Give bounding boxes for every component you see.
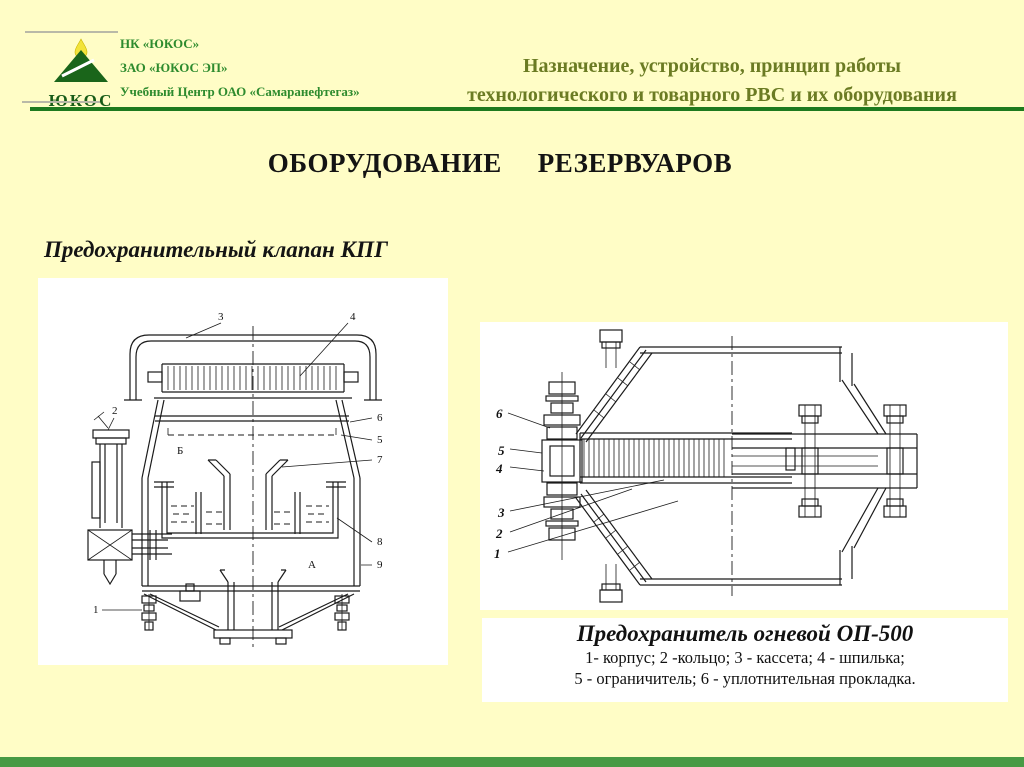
svg-text:Б: Б bbox=[177, 445, 183, 457]
page-title-word-1: ОБОРУДОВАНИЕ bbox=[267, 148, 502, 178]
svg-text:9: 9 bbox=[377, 559, 383, 571]
svg-text:3: 3 bbox=[497, 505, 505, 520]
svg-text:5: 5 bbox=[377, 434, 383, 446]
yukos-logo: ЮКОС bbox=[44, 38, 118, 111]
slide-subject-line-1: Назначение, устройство, принцип работы bbox=[522, 55, 902, 77]
svg-text:4: 4 bbox=[495, 461, 503, 476]
op500-caption-title: Предохранитель огневой ОП-500 bbox=[576, 621, 914, 646]
op500-part-numbers: 6 5 4 3 2 1 bbox=[494, 406, 505, 561]
svg-text:5: 5 bbox=[498, 443, 505, 458]
kpg-valve-figure: 3 4 2 6 5 7 8 9 1 Б А bbox=[38, 278, 448, 665]
svg-text:6: 6 bbox=[496, 406, 503, 421]
page-title-word-2: РЕЗЕРВУАРОВ bbox=[537, 148, 733, 178]
svg-text:7: 7 bbox=[377, 454, 383, 466]
org-line-1: НК «ЮКОС» bbox=[120, 36, 200, 51]
svg-text:3: 3 bbox=[218, 311, 224, 323]
svg-text:2: 2 bbox=[112, 405, 118, 417]
op500-legend-line-1: 1- корпус; 2 -кольцо; 3 - кассета; 4 - ш… bbox=[585, 648, 905, 667]
op500-figure: 6 5 4 3 2 1 bbox=[480, 322, 1008, 610]
svg-text:1: 1 bbox=[93, 604, 99, 616]
kpg-part-numbers: 3 4 2 6 5 7 8 9 1 Б А bbox=[93, 311, 383, 616]
svg-text:2: 2 bbox=[495, 526, 503, 541]
svg-text:6: 6 bbox=[377, 412, 383, 424]
page-title: ОБОРУДОВАНИЕ РЕЗЕРВУАРОВ bbox=[0, 148, 1000, 179]
slide-subject-title: Назначение, устройство, принцип работы т… bbox=[410, 52, 1014, 110]
org-line-2: ЗАО «ЮКОС ЭП» bbox=[120, 60, 228, 75]
green-divider-rule bbox=[30, 107, 1024, 111]
op500-caption-box: Предохранитель огневой ОП-500 1- корпус;… bbox=[482, 618, 1008, 702]
bevel-line-top bbox=[25, 31, 118, 33]
footer-green-bar bbox=[0, 757, 1024, 767]
org-line-3: Учебный Центр ОАО «Самаранефтегаз» bbox=[120, 84, 360, 99]
logo-text: ЮКОС bbox=[44, 91, 118, 111]
svg-text:А: А bbox=[308, 559, 316, 571]
svg-text:8: 8 bbox=[377, 536, 383, 548]
svg-text:1: 1 bbox=[494, 546, 501, 561]
slide-subject-line-2: технологического и товарного РВС и их об… bbox=[467, 84, 957, 106]
yukos-mountain-flame-icon bbox=[54, 38, 108, 82]
svg-text:4: 4 bbox=[350, 311, 356, 323]
bevel-line-under-logo bbox=[22, 101, 100, 103]
op500-diagram: 6 5 4 3 2 1 bbox=[494, 329, 918, 603]
kpg-valve-diagram: 3 4 2 6 5 7 8 9 1 Б А bbox=[87, 311, 383, 650]
left-figure-caption: Предохранительный клапан КПГ bbox=[44, 237, 388, 262]
op500-legend-line-2: 5 - ограничитель; 6 - уплотнительная про… bbox=[574, 669, 916, 688]
